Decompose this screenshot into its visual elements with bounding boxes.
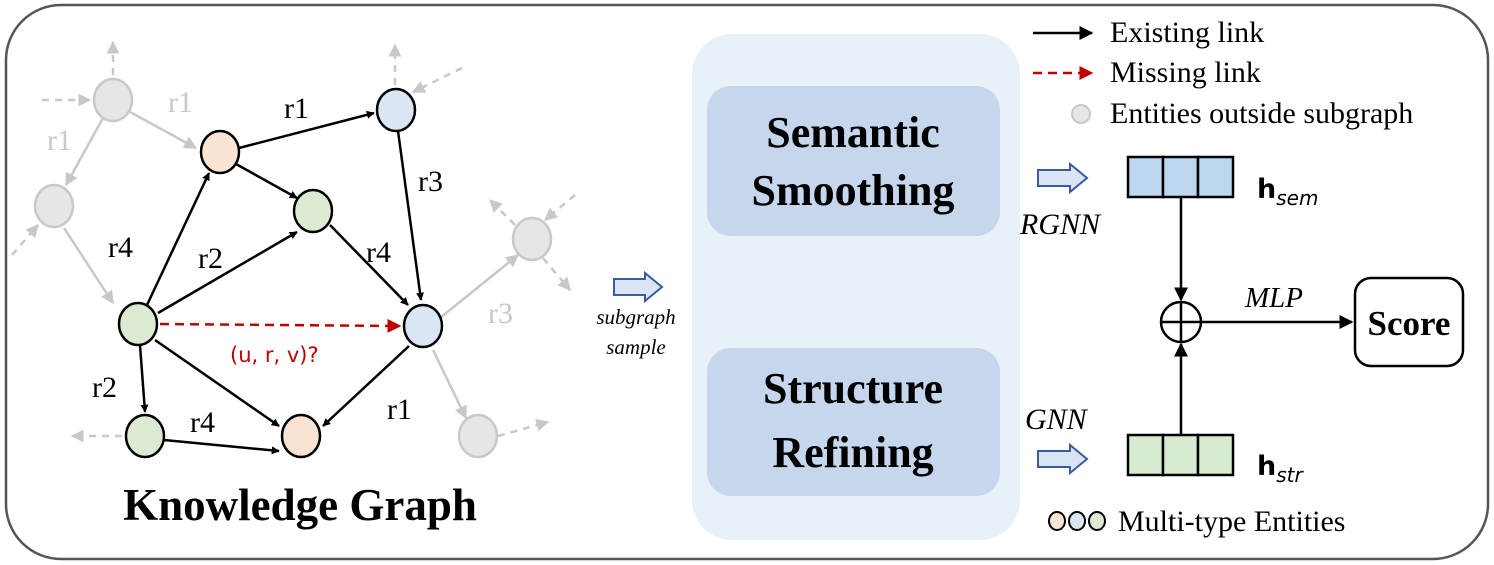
- gnn-arrow-icon: [1037, 442, 1089, 476]
- sample-arrow-icon: [613, 270, 664, 304]
- existing-link-edge: [145, 172, 211, 306]
- gray-dashed-edge: [411, 66, 463, 94]
- gray-entity-node: [511, 216, 553, 262]
- h-str-vector: [1126, 433, 1235, 477]
- semantic-label-line2: Smoothing: [752, 166, 955, 215]
- edge-label-r2: r2: [92, 371, 117, 404]
- gray-entity-node: [457, 413, 499, 459]
- edge-label-r4: r4: [190, 406, 215, 439]
- concat-oplus-icon: [1159, 300, 1203, 344]
- structure-label-line2: Refining: [772, 428, 933, 477]
- rgnn-arrow-icon: [1037, 161, 1089, 195]
- h-str-label: hstr: [1257, 451, 1304, 487]
- edge-label-r1: r1: [387, 393, 412, 426]
- score-label: Score: [1368, 304, 1451, 343]
- gray-edge: [62, 227, 115, 305]
- subgraph-edges: [138, 110, 424, 455]
- gray-dashed-edge: [544, 194, 576, 221]
- legend-existing-label: Existing link: [1110, 16, 1264, 49]
- blue-entity-node: [375, 87, 417, 133]
- subgraph-edge-labels: r1 r3 r4 r2 r4 r2 r4 r1: [92, 92, 443, 439]
- gray-entity-node: [33, 183, 75, 229]
- gray-edge-label: r3: [488, 297, 513, 330]
- existing-link-edge: [163, 438, 280, 455]
- gray-edge: [439, 254, 520, 319]
- existing-link-edge: [396, 130, 424, 301]
- edge-label-r4: r4: [366, 236, 391, 269]
- gray-edge-label: r1: [47, 124, 72, 157]
- gray-dashed-edge: [542, 257, 571, 291]
- existing-link-edge: [322, 345, 410, 427]
- legend-missing-label: Missing link: [1110, 56, 1261, 89]
- green-entity-node-u: [117, 301, 159, 347]
- gray-dashed-edge: [11, 224, 39, 256]
- green-entity-node: [292, 188, 334, 234]
- gnn-label: GNN: [1025, 403, 1089, 436]
- blue-entity-node-v: [402, 303, 444, 349]
- sample-label-line2: sample: [606, 335, 666, 359]
- existing-link-edge: [154, 338, 280, 428]
- sample-label-line1: subgraph: [596, 305, 675, 329]
- semantic-label-line1: Semantic: [766, 108, 940, 157]
- green-entity-node: [124, 413, 166, 459]
- mlp-label: MLP: [1244, 282, 1303, 314]
- gray-edge: [129, 110, 198, 150]
- existing-link-edge: [138, 344, 149, 413]
- h-sem-label: hsem: [1257, 174, 1318, 210]
- missing-link-edge: [159, 318, 402, 333]
- legend-multitype-icon: [1048, 511, 1106, 531]
- gray-edge: [431, 349, 468, 420]
- existing-link-edge: [157, 230, 298, 315]
- edge-label-r2: r2: [198, 242, 223, 275]
- semantic-smoothing-box: [707, 86, 1000, 236]
- panel-title: Knowledge Graph: [123, 480, 477, 530]
- existing-link-edge: [329, 224, 409, 306]
- structure-refining-box: [707, 348, 1000, 496]
- edge-label-r4: r4: [108, 231, 133, 264]
- structure-label-line1: Structure: [763, 364, 943, 413]
- gray-edge: [64, 117, 105, 187]
- outside-subgraph-edges: [11, 40, 576, 443]
- gray-entity-node: [92, 77, 134, 123]
- outside-subgraph-nodes: [33, 77, 553, 459]
- edge-label-r3: r3: [418, 165, 443, 198]
- query-label: (u, r, v)?: [230, 343, 319, 367]
- existing-link-edge: [238, 110, 375, 150]
- orange-entity-node: [280, 413, 322, 459]
- rgnn-label: RGNN: [1019, 208, 1102, 241]
- subgraph-nodes: [117, 87, 444, 459]
- legend-outside-icon: [1071, 104, 1091, 124]
- orange-entity-node: [199, 129, 241, 175]
- edge-label-r1: r1: [284, 92, 309, 125]
- gray-dashed-edge: [497, 418, 550, 438]
- h-sem-vector: [1126, 155, 1235, 199]
- outside-subgraph-labels: r1 r1 r3: [47, 86, 513, 330]
- gray-edge-label: r1: [168, 86, 193, 119]
- score-box: [1353, 276, 1465, 368]
- legend-multitype-label: Multi-type Entities: [1118, 505, 1345, 538]
- legend-outside-label: Entities outside subgraph: [1110, 97, 1413, 130]
- existing-link-edge: [235, 162, 298, 200]
- gray-dashed-edge: [489, 199, 516, 226]
